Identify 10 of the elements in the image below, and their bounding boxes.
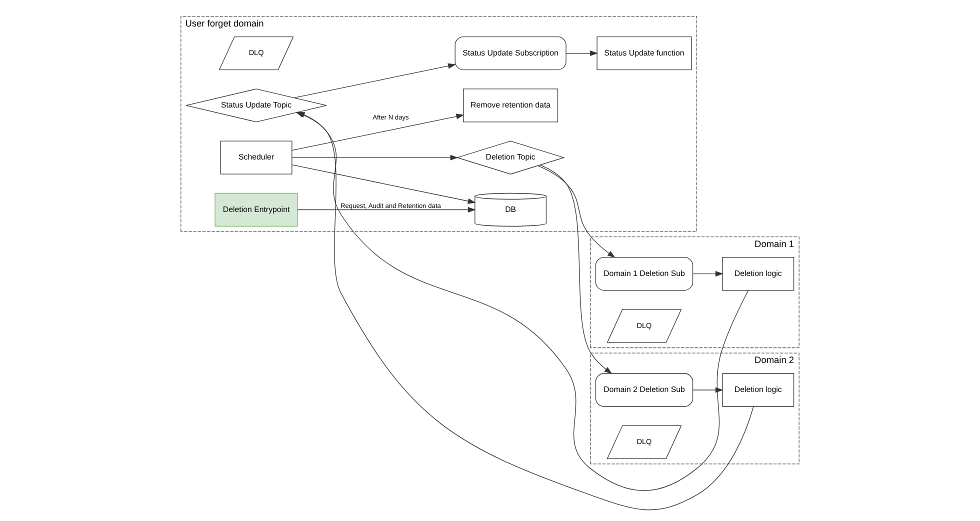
arrow — [566, 50, 598, 56]
arrow — [294, 63, 456, 98]
arrow — [692, 387, 724, 393]
arrow — [540, 164, 612, 374]
arrow — [292, 154, 458, 160]
arrow — [692, 271, 724, 277]
arrow — [537, 165, 616, 258]
arrow — [297, 206, 476, 213]
arrow — [292, 114, 464, 151]
arrow — [292, 164, 476, 204]
